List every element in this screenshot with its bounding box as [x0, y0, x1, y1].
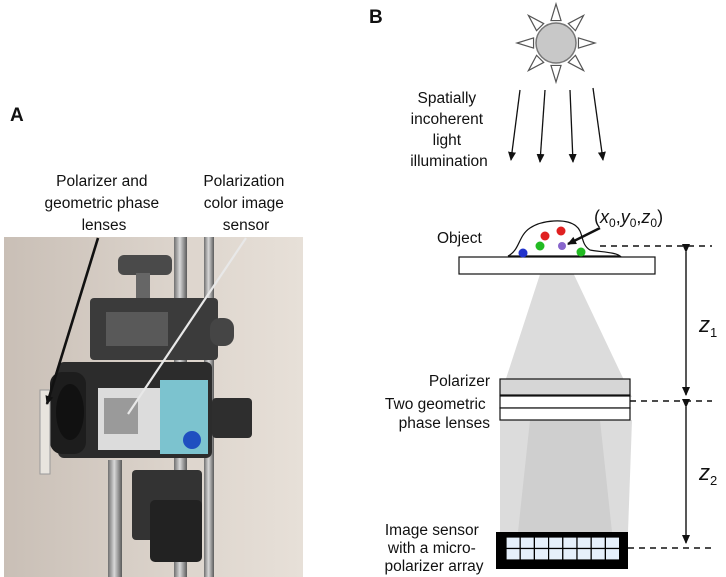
label-polarizer: Polarizer: [429, 373, 490, 390]
polarizer-plate: [499, 378, 631, 396]
label-light: Spatially incoherent light illumination: [410, 90, 488, 170]
sensor-pixel: [562, 536, 578, 550]
light-cone-inner: [518, 420, 612, 532]
sensor-pixel: [576, 547, 592, 561]
coordinate-label: (x0,y0,z0): [594, 207, 663, 230]
label-object: Object: [437, 230, 482, 247]
pointer-sensor: [127, 237, 247, 415]
object-slide: [458, 256, 656, 275]
sun-ray: [526, 13, 545, 32]
light-ray: [536, 89, 546, 163]
sensor-pixel: [519, 536, 536, 550]
cell-dot-red: [556, 226, 566, 236]
sensor-pixel: [519, 547, 536, 561]
lab-photo: [4, 237, 303, 577]
panel-a-letter: A: [10, 105, 24, 126]
light-ray: [568, 89, 577, 163]
sun-ray: [550, 64, 562, 85]
z1-label: z1: [698, 312, 717, 340]
sun-ray: [550, 1, 562, 22]
sensor-pixel: [562, 547, 578, 561]
sensor-pixel: [547, 536, 564, 550]
sun-ray: [577, 37, 598, 49]
image-sensor: [496, 532, 628, 569]
light-ray: [592, 87, 606, 161]
cell-dot-purple: [558, 242, 566, 250]
sensor-pixel: [505, 536, 521, 550]
panel-b-letter: B: [369, 7, 383, 28]
sensor-pixel: [604, 547, 621, 561]
arrow-polarizer-lenses: [45, 237, 100, 405]
sensor-pixel: [604, 536, 621, 550]
coordinate-arrow: [567, 226, 601, 246]
sun-ray: [526, 54, 545, 73]
cell-dot-green: [535, 241, 545, 251]
sensor-pixel: [590, 536, 607, 550]
light-cone-upper: [500, 262, 632, 397]
geometric-phase-lens: [499, 395, 631, 409]
light-ray: [508, 89, 521, 161]
sensor-pixel: [547, 547, 564, 561]
panel-a: A: [4, 105, 303, 577]
label-sensor: Polarization color image sensor: [203, 173, 288, 234]
label-lenses: Two geometric phase lenses: [385, 396, 490, 432]
cell-dot-red: [540, 231, 550, 241]
sensor-pixel: [533, 536, 550, 550]
z2-label: z2: [698, 460, 717, 488]
cell-dot-blue: [518, 248, 528, 258]
sensor-pixel: [590, 547, 607, 561]
label-image-sensor: Image sensor with a micro- polarizer arr…: [384, 522, 483, 575]
cell-dot-green: [576, 247, 586, 257]
sun-ray: [567, 13, 586, 32]
sun-icon: [514, 1, 598, 85]
sun-ray: [567, 54, 586, 73]
label-polarizer-lenses: Polarizer and geometric phase lenses: [45, 173, 164, 234]
geometric-phase-lens: [499, 407, 631, 421]
sensor-pixel: [533, 547, 550, 561]
sensor-pixel: [576, 536, 592, 550]
light-rays: [508, 87, 606, 163]
panel-b: B Spatially incoherent light illuminatio…: [369, 1, 717, 575]
sensor-pixel: [505, 547, 521, 561]
sun-ray: [514, 37, 535, 49]
